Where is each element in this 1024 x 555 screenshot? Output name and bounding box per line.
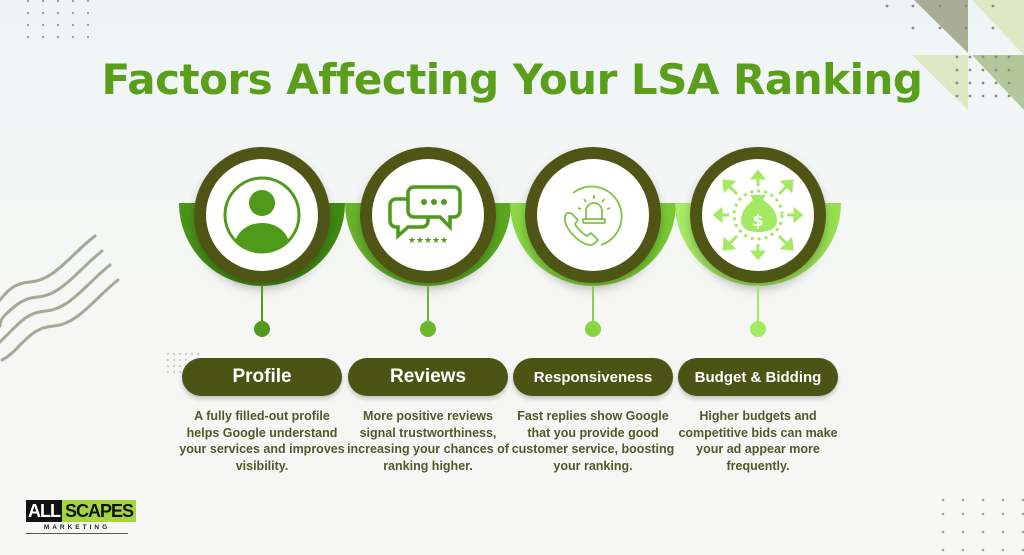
connector-line (261, 285, 263, 325)
svg-text:$: $ (752, 211, 763, 230)
connector-line (757, 285, 759, 325)
description-budget-bidding: Higher budgets and competitive bids can … (678, 409, 838, 473)
connector-dot (254, 321, 270, 337)
dot-grid-bottom-right (941, 498, 1024, 552)
allscapes-logo: ALL SCAPES MARKETING (26, 500, 137, 534)
logo-text-scapes: SCAPES (62, 500, 137, 522)
connector-line (427, 285, 429, 325)
icon-circle-responsiveness (525, 147, 661, 283)
label-pill-profile: Profile (182, 358, 342, 396)
phone-alarm-icon (563, 185, 623, 246)
icon-circle-profile (194, 147, 330, 283)
connector-dot (585, 321, 601, 337)
triangles-top-right (912, 0, 1024, 110)
connector-dot (750, 321, 766, 337)
icon-circle-budget-bidding: $ (690, 147, 826, 283)
connector-dot (420, 321, 436, 337)
connector-line (592, 285, 594, 325)
label-pill-responsiveness: Responsiveness (513, 358, 673, 396)
dot-grid-top-left (26, 0, 90, 39)
chat-reviews-stars-icon: ★★★★★ (388, 185, 462, 246)
svg-text:★★★★★: ★★★★★ (408, 236, 448, 246)
description-profile: A fully filled-out profile helps Google … (179, 409, 345, 473)
money-bag-arrows-icon: $ (713, 170, 803, 260)
page-title: Factors Affecting Your LSA Ranking (101, 55, 923, 104)
logo-text-all: ALL (26, 500, 62, 522)
label-pill-budget-bidding: Budget & Bidding (678, 358, 838, 396)
description-responsiveness: Fast replies show Google that you provid… (511, 409, 675, 473)
factor-reviews: ★★★★★ Reviews More positive reviews sign… (345, 0, 511, 555)
factor-responsiveness: Responsiveness Fast replies show Google … (510, 0, 676, 555)
logo-subtitle: MARKETING (26, 524, 128, 534)
user-profile-icon (223, 176, 301, 254)
description-reviews: More positive reviews signal trustworthi… (347, 409, 509, 473)
dot-grid-top-right (885, 4, 1011, 98)
factor-budget-bidding: $ Budget & Bidding Higher budgets and co… (675, 0, 841, 555)
factor-profile: Profile A fully filled-out profile helps… (179, 0, 345, 555)
label-pill-reviews: Reviews (348, 358, 508, 396)
wavy-lines-left (0, 234, 120, 362)
icon-circle-reviews: ★★★★★ (360, 147, 496, 283)
